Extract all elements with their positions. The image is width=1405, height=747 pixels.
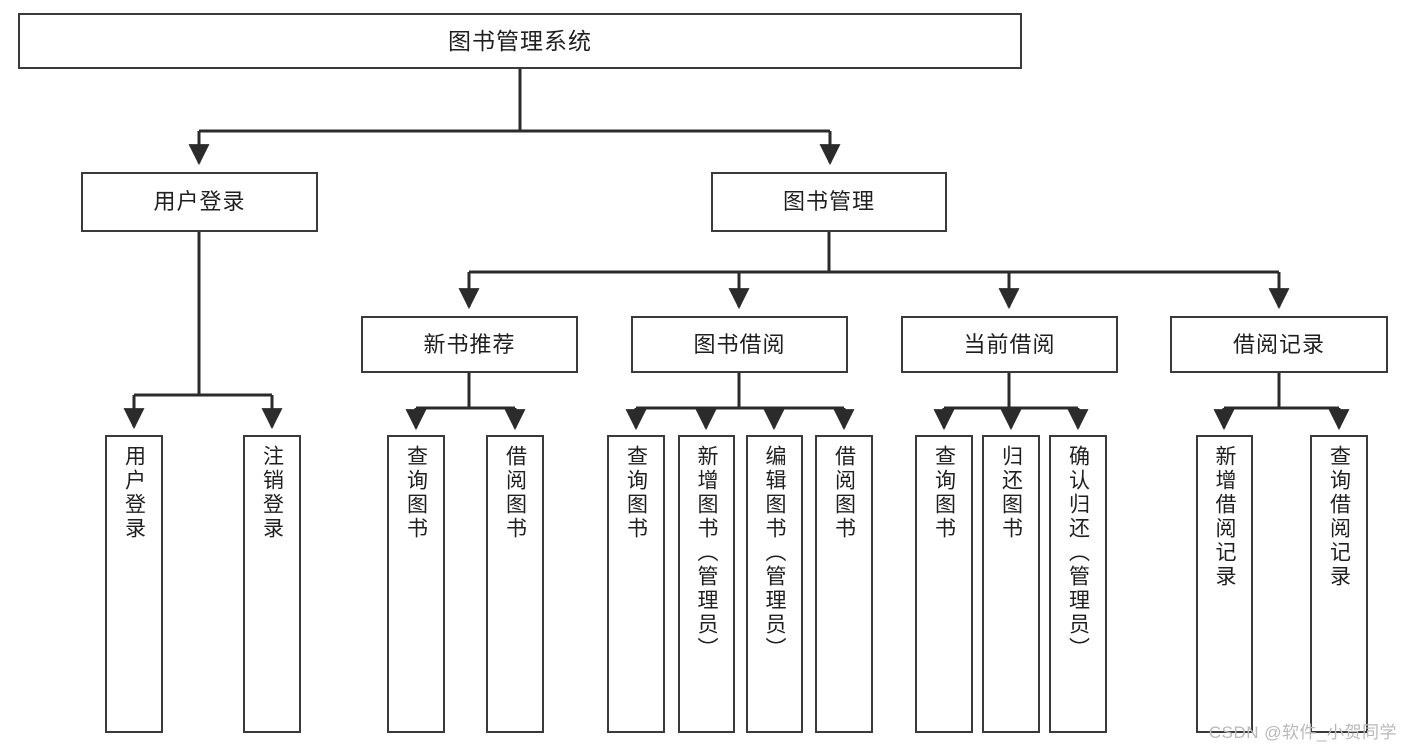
leaf-add-book-admin-label: 新增图书（管理员） [695,445,719,661]
node-root-label: 图书管理系统 [448,27,592,54]
leaf-return-book-label: 归还图书 [999,445,1023,541]
node-user-login[interactable]: 用户登录 [81,172,318,232]
leaf-borrow-book[interactable]: 借阅图书 [815,435,873,733]
leaf-edit-book-admin[interactable]: 编辑图书（管理员） [746,435,803,733]
node-book-management[interactable]: 图书管理 [711,172,947,232]
node-book-management-label: 图书管理 [782,189,875,215]
leaf-add-book-admin[interactable]: 新增图书（管理员） [678,435,735,733]
node-book-borrow[interactable]: 图书借阅 [631,316,848,373]
leaf-logout-label: 注销登录 [260,445,284,541]
leaf-confirm-return-admin[interactable]: 确认归还（管理员） [1049,435,1107,733]
leaf-user-login[interactable]: 用户登录 [105,435,163,733]
leaf-query-book-current[interactable]: 查询图书 [915,435,973,733]
leaf-query-borrow-record-label: 查询借阅记录 [1327,445,1351,589]
node-current-borrow[interactable]: 当前借阅 [901,316,1118,373]
leaf-borrow-book-newbook[interactable]: 借阅图书 [486,435,544,733]
node-user-login-label: 用户登录 [153,189,246,215]
leaf-query-book-borrow-label: 查询图书 [624,445,648,541]
leaf-query-borrow-record[interactable]: 查询借阅记录 [1310,435,1368,733]
leaf-edit-book-admin-label: 编辑图书（管理员） [763,445,787,661]
leaf-return-book[interactable]: 归还图书 [982,435,1040,733]
leaf-add-borrow-record-label: 新增借阅记录 [1213,445,1237,589]
leaf-user-login-label: 用户登录 [122,445,146,541]
leaf-query-book-newbook-label: 查询图书 [404,445,428,541]
node-borrow-record-label: 借阅记录 [1232,331,1325,357]
node-new-book-recommend[interactable]: 新书推荐 [361,316,578,373]
leaf-query-book-newbook[interactable]: 查询图书 [387,435,445,733]
node-book-borrow-label: 图书借阅 [693,331,786,357]
leaf-add-borrow-record[interactable]: 新增借阅记录 [1196,435,1253,733]
leaf-logout[interactable]: 注销登录 [243,435,301,733]
node-new-book-recommend-label: 新书推荐 [423,331,516,357]
leaf-query-book-current-label: 查询图书 [932,445,956,541]
leaf-borrow-book-label: 借阅图书 [832,445,856,541]
leaf-query-book-borrow[interactable]: 查询图书 [607,435,665,733]
leaf-confirm-return-admin-label: 确认归还（管理员） [1066,445,1090,661]
node-root[interactable]: 图书管理系统 [18,13,1022,69]
leaf-borrow-book-newbook-label: 借阅图书 [503,445,527,541]
node-borrow-record[interactable]: 借阅记录 [1170,316,1388,373]
csdn-watermark: CSDN @软件_小贺同学 [1208,723,1397,742]
node-current-borrow-label: 当前借阅 [963,331,1056,357]
